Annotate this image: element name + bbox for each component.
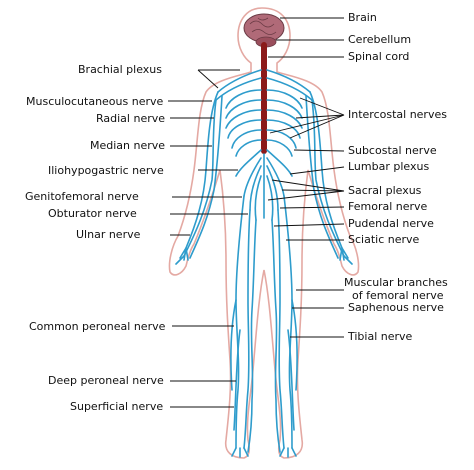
label-brain: Brain [348,11,377,24]
label-saphenous-nerve: Saphenous nerve [348,301,444,314]
label-iliohypogastric-nerve: Iliohypogastric nerve [48,164,164,177]
label-muscular-branches: Muscular branches [344,276,448,289]
label-ulnar-nerve: Ulnar nerve [76,228,141,241]
label-musculocutaneous-nerve: Musculocutaneous nerve [26,95,164,108]
label-common-peroneal-nerve: Common peroneal nerve [29,320,166,333]
label-spinal-cord: Spinal cord [348,50,410,63]
label-radial-nerve: Radial nerve [96,112,166,125]
label-superficial-nerve: Superficial nerve [70,400,164,413]
label-lumbar-plexus: Lumbar plexus [348,160,430,173]
label-femoral-nerve: Femoral nerve [348,200,428,213]
label-sciatic-nerve: Sciatic nerve [348,233,420,246]
label-genitofemoral-nerve: Genitofemoral nerve [25,190,139,203]
label-pudendal-nerve: Pudendal nerve [348,217,434,230]
brain-folds [249,17,277,35]
leader-lines [168,17,345,408]
label-deep-peroneal-nerve: Deep peroneal nerve [48,374,164,387]
label-intercostal-nerves: Intercostal nerves [348,108,447,121]
label-subcostal-nerve: Subcostal nerve [348,144,437,157]
label-median-nerve: Median nerve [90,139,166,152]
label-brachial-plexus: Brachial plexus [78,63,163,76]
spinal-cord-shape [261,42,267,154]
label-tibial-nerve: Tibial nerve [348,330,413,343]
label-obturator-nerve: Obturator nerve [48,207,137,220]
label-cerebellum: Cerebellum [348,33,412,46]
label-sacral-plexus: Sacral plexus [348,184,422,197]
nerve-network [175,69,353,458]
body-outline [168,7,360,459]
label-of-femoral-nerve: of femoral nerve [352,289,444,302]
